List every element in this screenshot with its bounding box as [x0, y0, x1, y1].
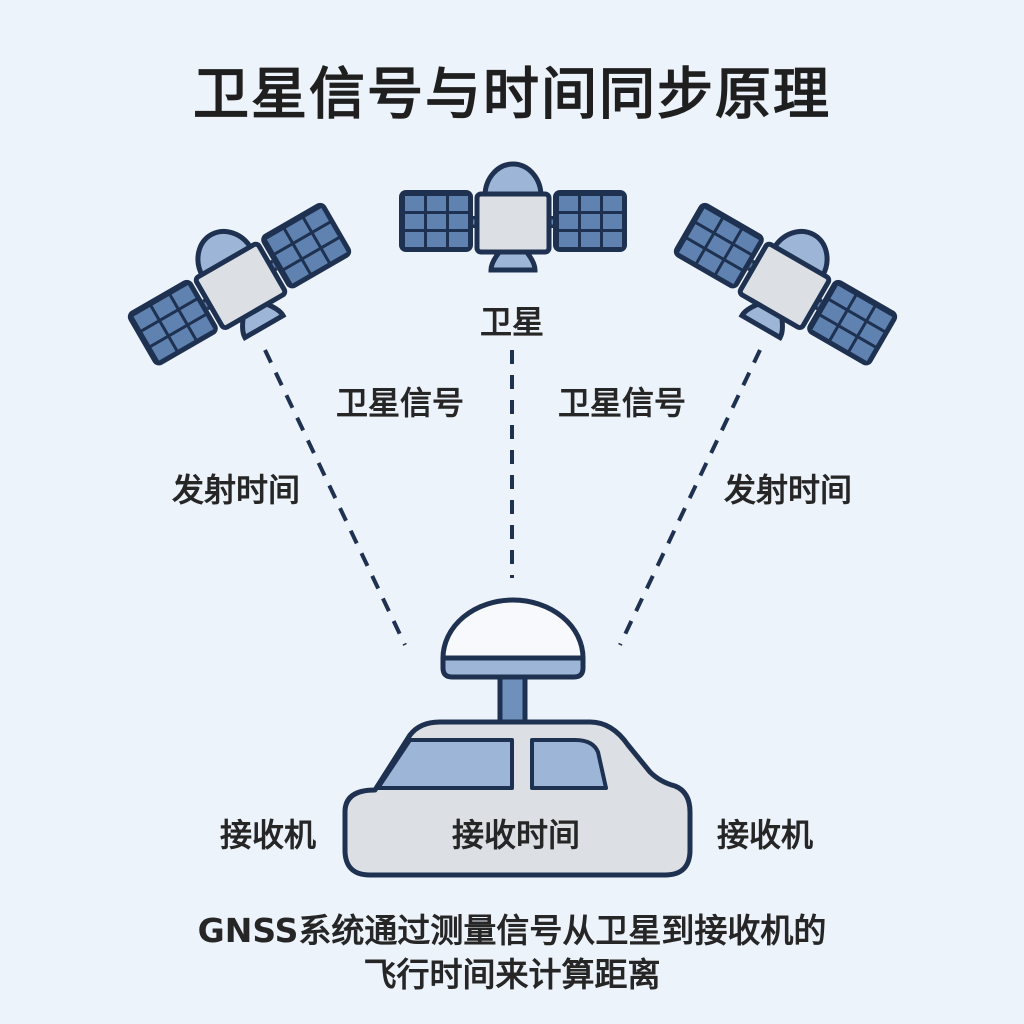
receive-time-label: 接收时间 — [451, 816, 581, 854]
caption-line-1: GNSS系统通过测量信号从卫星到接收机的 — [197, 911, 827, 950]
receiver-label-left: 接收机 — [219, 816, 317, 854]
satellite-label: 卫星 — [479, 303, 545, 341]
satellite-left-icon — [112, 178, 362, 384]
satellite-right-icon — [662, 178, 912, 384]
page-title: 卫星信号与时间同步原理 — [193, 62, 831, 128]
signal-line-right — [618, 349, 762, 646]
receiver-car-icon — [342, 597, 693, 878]
transmit-time-label-right: 发射时间 — [723, 471, 853, 509]
signal-line-left — [263, 349, 407, 646]
caption-line-2: 飞行时间来计算距离 — [363, 955, 661, 994]
transmit-time-label-left: 发射时间 — [171, 471, 301, 509]
satellite-top-icon — [399, 164, 627, 270]
signal-label-left: 卫星信号 — [335, 384, 465, 422]
signal-label-right: 卫星信号 — [557, 384, 687, 422]
receiver-label-right: 接收机 — [716, 816, 814, 854]
